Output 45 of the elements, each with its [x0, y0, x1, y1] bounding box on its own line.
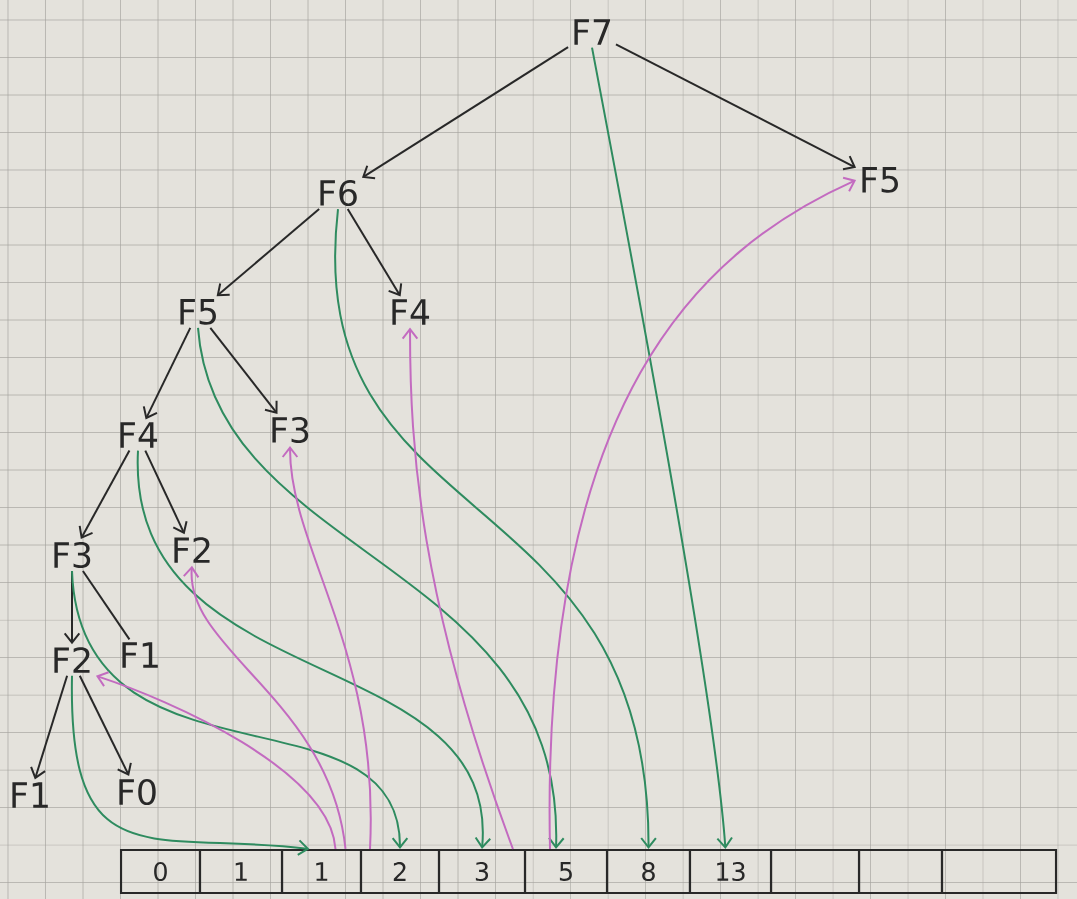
- arrow: [78, 449, 131, 539]
- array-cell: [769, 849, 861, 895]
- array-cell: [940, 849, 1058, 895]
- array-cell: 5: [523, 849, 609, 895]
- tree-node-label: F2: [174, 537, 210, 563]
- arrow: [216, 208, 321, 297]
- tree-node-label: F1: [12, 782, 48, 808]
- arrow: [401, 327, 514, 850]
- arrow: [361, 46, 570, 180]
- arrow: [30, 674, 69, 780]
- arrow: [142, 326, 192, 420]
- arrow: [197, 326, 565, 849]
- arrow: [71, 674, 310, 856]
- array-cell: 2: [359, 849, 441, 895]
- array-cell: 0: [119, 849, 202, 895]
- arrow: [95, 671, 337, 850]
- tree-node-label: F4: [392, 299, 430, 325]
- arrow: [78, 674, 132, 776]
- arrow: [346, 208, 403, 297]
- array-cell: 3: [437, 849, 527, 895]
- array-cell: 8: [605, 849, 692, 895]
- tree-node-label: F5: [180, 299, 216, 325]
- tree-node-label: F0: [119, 778, 156, 806]
- arrow: [335, 208, 657, 849]
- arrow: [591, 46, 733, 849]
- tree-node-label: F5: [862, 167, 898, 193]
- arrow: [614, 43, 857, 171]
- arrow: [144, 449, 188, 535]
- tree-node-label: F6: [320, 179, 357, 207]
- tree-node-label: F3: [272, 416, 309, 444]
- arrow: [549, 176, 857, 850]
- tree-node-label: F4: [120, 422, 158, 448]
- array-cell: [857, 849, 944, 895]
- array-cell: 13: [688, 849, 773, 895]
- arrow: [71, 570, 409, 849]
- array-cell: 1: [198, 849, 284, 895]
- arrow: [182, 565, 347, 850]
- arrow: [137, 449, 492, 849]
- arrow: [281, 446, 372, 850]
- tree-node-label: F3: [54, 541, 91, 569]
- tree-node-label: F1: [122, 642, 158, 668]
- tree-node-label: F7: [574, 19, 611, 45]
- tree-node-label: F2: [54, 647, 90, 673]
- arrow: [209, 326, 278, 414]
- array-cell: 1: [280, 849, 363, 895]
